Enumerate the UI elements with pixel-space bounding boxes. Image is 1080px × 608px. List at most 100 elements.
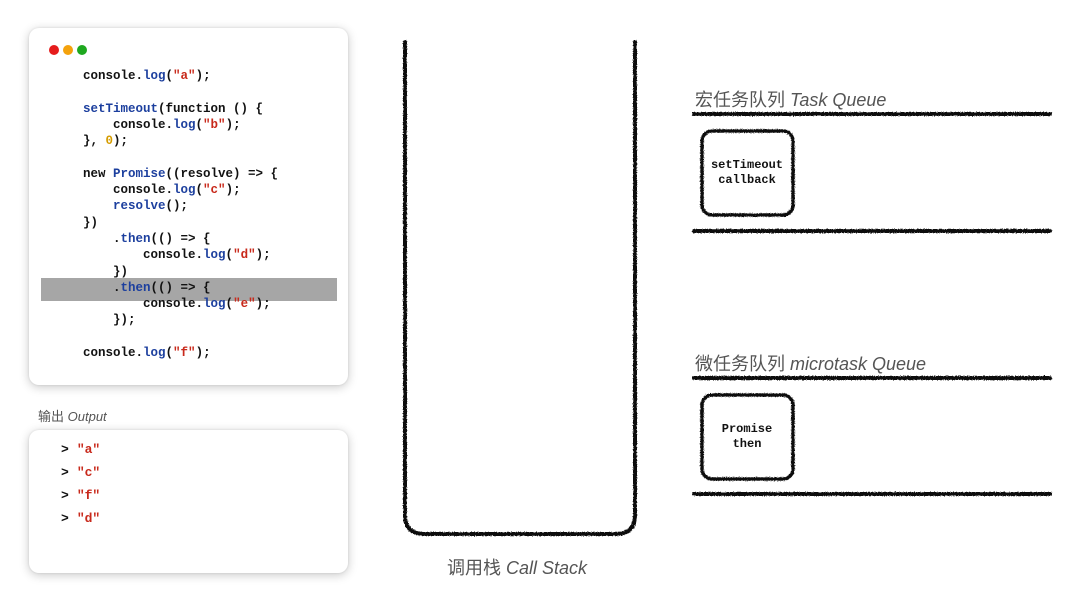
code-token: (() => { [150, 280, 211, 295]
code-line: }) [83, 215, 278, 231]
prompt-symbol: > [61, 465, 69, 480]
code-token: (function () { [158, 101, 264, 116]
code-token: Promise [113, 166, 166, 181]
code-line: new Promise((resolve) => { [83, 166, 278, 182]
output-label-en: Output [67, 409, 107, 424]
output-value: "d" [76, 511, 101, 526]
output-line: >"f" [61, 484, 100, 507]
code-token: ); [255, 297, 271, 312]
code-line: console.log("f"); [83, 345, 278, 361]
code-token: setTimeout [83, 101, 159, 116]
code-token: "a" [173, 69, 196, 83]
code-token: . [83, 280, 121, 295]
minimize-dot-icon [63, 45, 73, 55]
code-token: ( [195, 183, 204, 198]
code-token: console. [83, 183, 174, 198]
queue-item-text-line: Promise [721, 422, 773, 436]
window-controls [49, 45, 87, 55]
code-token: ); [195, 346, 211, 361]
output-value: "f" [76, 488, 101, 503]
code-token: new [83, 166, 114, 181]
output-line: > "d" [61, 507, 100, 530]
code-token: log [143, 69, 166, 83]
code-token: ( [195, 117, 204, 132]
output-value: "a" [76, 442, 101, 457]
code-token: ( [165, 346, 174, 361]
microtask-queue-title: 微任务队列 microtask Queue [695, 350, 926, 376]
code-token: }) [83, 264, 129, 279]
code-token: }); [83, 313, 136, 328]
prompt-symbol: > [61, 511, 69, 526]
code-token: ( [225, 248, 234, 263]
code-line: .then(() => { [83, 280, 278, 296]
output-label: 输出 Output [38, 406, 107, 425]
microtask-queue-title-en: microtask Queue [790, 354, 927, 374]
code-token: ); [195, 69, 211, 83]
code-token: }) [83, 215, 99, 230]
code-token: console. [83, 248, 204, 263]
code-token: ((resolve) => { [165, 166, 279, 181]
task-queue-title-en: Task Queue [790, 90, 887, 110]
code-token: resolve [113, 199, 166, 214]
call-stack-label-cn: 调用栈 [447, 558, 501, 578]
code-token: ); [225, 183, 241, 198]
code-token: log [143, 346, 166, 361]
task-queue-item-box [700, 129, 795, 217]
code-line: .then(() => { [83, 231, 278, 247]
output-panel [29, 430, 348, 573]
output-line: > "a" [61, 438, 100, 461]
code-line: setTimeout(function () { [83, 101, 278, 117]
code-token: log [203, 297, 226, 312]
microtask-queue-item-box [700, 393, 795, 481]
output-label-cn: 输出 [38, 409, 65, 424]
code-token: . [83, 231, 121, 246]
code-line: resolve(); [83, 198, 278, 214]
code-line: }, 0); [83, 133, 278, 149]
code-token: then [120, 280, 151, 295]
queue-item-text-line: callback [718, 173, 776, 187]
code-token: "c" [203, 183, 226, 198]
task-queue-title-cn: 宏任务队列 [695, 90, 785, 110]
code-token: console. [83, 69, 144, 83]
code-token: "e" [233, 297, 256, 312]
code-token: then [120, 231, 151, 246]
code-token: console. [83, 117, 174, 132]
code-line: }); [83, 312, 278, 328]
code-token: ); [225, 117, 241, 132]
code-line: console.log("a"); [83, 68, 278, 84]
code-token: (() => { [150, 231, 211, 246]
code-token: (); [165, 199, 189, 214]
code-line: console.log("d"); [83, 247, 278, 263]
call-stack-label-en: Call Stack [506, 558, 588, 578]
code-token: }, [83, 134, 106, 149]
close-dot-icon [49, 45, 59, 55]
queue-item-text-line: setTimeout [710, 158, 783, 172]
code-token: console. [83, 346, 144, 361]
prompt-symbol: > [61, 442, 69, 457]
code-token: "f" [173, 346, 196, 361]
queue-item-text-line: then [732, 437, 762, 451]
code-token: 0 [105, 134, 114, 149]
code-token: ); [113, 134, 129, 149]
code-token: ( [225, 297, 234, 312]
call-stack-label: 调用栈 Call Stack [447, 554, 587, 580]
task-queue-title: 宏任务队列 Task Queue [695, 86, 886, 112]
code-line: console.log("c"); [83, 182, 278, 198]
code-line: console.log("b"); [83, 117, 278, 133]
current-line-highlight [41, 278, 337, 301]
maximize-dot-icon [77, 45, 87, 55]
code-token: console. [83, 297, 204, 312]
code-window [29, 28, 348, 385]
code-token: ); [255, 248, 271, 263]
code-token: log [173, 117, 196, 132]
code-token: log [203, 248, 226, 263]
code-line: }) [83, 264, 278, 280]
microtask-queue-title-cn: 微任务队列 [695, 354, 785, 374]
output-value: "c" [76, 465, 101, 480]
output-lines: > "a" > "c" >"f" > "d" [61, 438, 100, 530]
code-block: console.log("a");setTimeout(function () … [83, 68, 278, 361]
call-stack-container [403, 40, 637, 536]
